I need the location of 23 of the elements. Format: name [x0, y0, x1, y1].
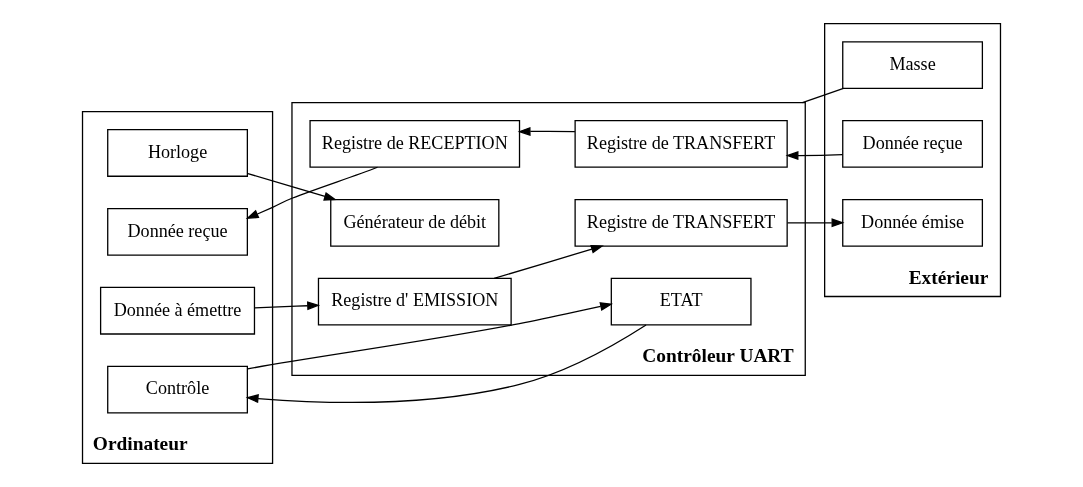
node-box: Registre de RECEPTION	[309, 120, 521, 168]
arrow	[785, 151, 844, 161]
node-box: ETAT	[610, 277, 752, 326]
node-box: Donnée reçue	[107, 207, 248, 256]
node-box: Donnée émise	[842, 198, 984, 247]
arrow	[245, 166, 379, 219]
node-box: Registre de TRANSFERT	[574, 120, 788, 168]
arrow	[493, 244, 604, 279]
arrow	[245, 324, 647, 404]
connector	[801, 87, 845, 104]
node-box: Donnée à émettre	[99, 286, 256, 335]
node-box: Registre de TRANSFERT	[574, 198, 788, 247]
arrow	[247, 172, 337, 201]
node-box: Donnée reçue	[842, 120, 984, 168]
node-box: Horloge	[107, 129, 248, 177]
arrow	[786, 218, 845, 228]
arrow	[247, 302, 613, 370]
node-box: Générateur de débit	[330, 198, 500, 247]
node-box: Contrôle	[107, 365, 248, 414]
arrow	[254, 301, 321, 311]
node-box: Masse	[842, 41, 984, 89]
arrow	[517, 126, 576, 136]
node-box: Registre d' EMISSION	[317, 277, 512, 326]
